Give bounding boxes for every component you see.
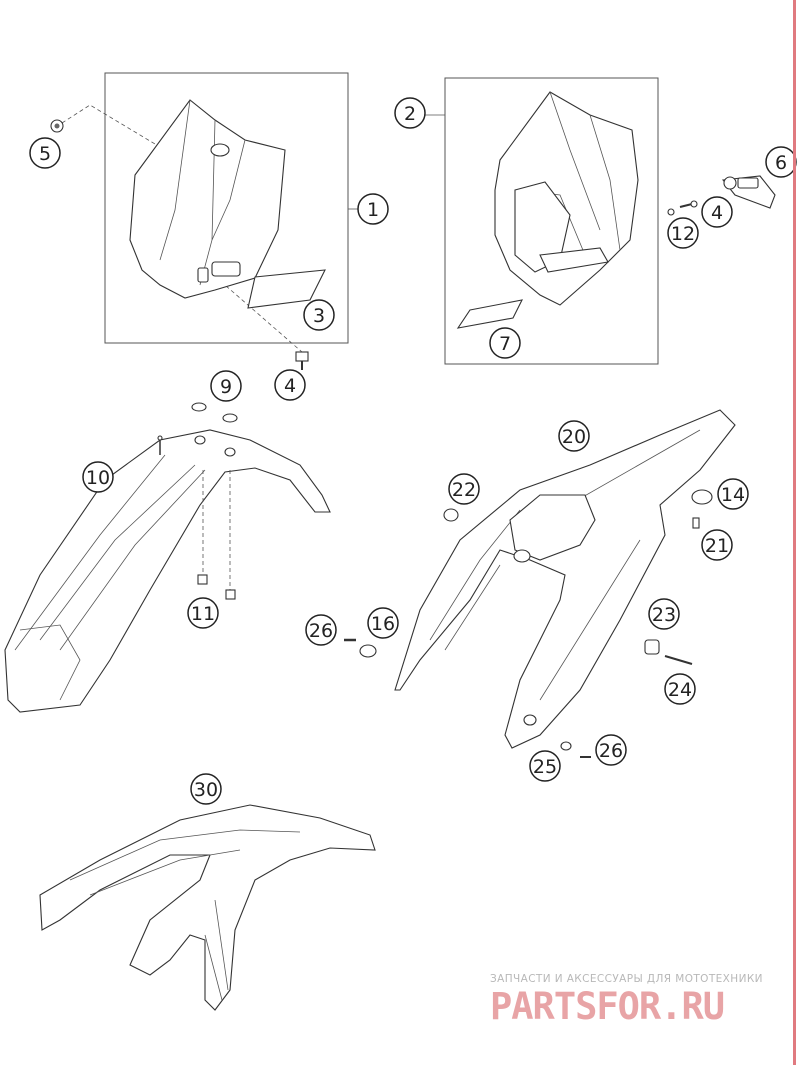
svg-text:4: 4 xyxy=(711,202,723,224)
svg-text:26: 26 xyxy=(599,740,623,762)
callout-9: 9 xyxy=(210,370,242,402)
washer-part-25 xyxy=(560,741,572,751)
svg-text:9: 9 xyxy=(220,376,232,398)
washer-part-9 xyxy=(191,402,238,423)
screw-part-4b xyxy=(679,200,698,208)
svg-text:11: 11 xyxy=(191,603,215,625)
callout-25: 25 xyxy=(529,750,561,782)
svg-text:20: 20 xyxy=(562,426,586,448)
callout-26a: 26 xyxy=(305,614,337,646)
svg-text:2: 2 xyxy=(404,103,416,125)
callout-11: 11 xyxy=(187,597,219,629)
callout-5: 5 xyxy=(29,137,61,169)
callout-22: 22 xyxy=(448,473,480,505)
number-plate-group-box xyxy=(104,72,349,344)
headlight-mask-part xyxy=(494,91,639,306)
watermark-tagline: ЗАПЧАСТИ И АКСЕССУАРЫ ДЛЯ МОТОТЕХНИКИ xyxy=(490,973,763,985)
svg-text:4: 4 xyxy=(284,375,296,397)
front-fender-part xyxy=(4,429,331,713)
svg-text:7: 7 xyxy=(499,333,511,355)
number-plate-part xyxy=(129,99,286,299)
callout-21: 21 xyxy=(701,529,733,561)
decal-part-7 xyxy=(456,299,523,329)
callout-2: 2 xyxy=(394,97,426,129)
callout-26b: 26 xyxy=(595,734,627,766)
svg-text:24: 24 xyxy=(668,679,692,701)
svg-text:30: 30 xyxy=(194,779,218,801)
svg-text:5: 5 xyxy=(39,143,51,165)
callout-14: 14 xyxy=(717,478,749,510)
svg-text:21: 21 xyxy=(705,535,729,557)
svg-text:16: 16 xyxy=(371,613,395,635)
svg-text:1: 1 xyxy=(367,199,379,221)
svg-text:12: 12 xyxy=(671,223,695,245)
svg-text:6: 6 xyxy=(775,152,787,174)
callout-6: 6 xyxy=(765,146,797,178)
callout-3: 3 xyxy=(303,299,335,331)
callout-20: 20 xyxy=(558,420,590,452)
grommet-part-22 xyxy=(443,508,459,522)
svg-text:23: 23 xyxy=(652,604,676,626)
callout-30: 30 xyxy=(190,773,222,805)
svg-text:3: 3 xyxy=(313,305,325,327)
callout-16: 16 xyxy=(367,607,399,639)
watermark-logo: PARTSFOR.RU xyxy=(490,985,725,1028)
screw-part-4a xyxy=(295,351,309,370)
svg-text:PARTSFOR.RU: PARTSFOR.RU xyxy=(490,985,724,1028)
clamp-part-6 xyxy=(721,175,776,209)
washer-part-12 xyxy=(667,208,675,216)
svg-text:14: 14 xyxy=(721,484,745,506)
callout-7: 7 xyxy=(489,327,521,359)
screw-part-21 xyxy=(692,517,700,529)
nut-part-16 xyxy=(359,644,377,658)
decal-part-3 xyxy=(247,269,326,309)
screw-part-5 xyxy=(50,119,64,133)
rear-subframe-part xyxy=(39,804,376,1011)
grommet-part-14 xyxy=(691,489,713,505)
svg-text:26: 26 xyxy=(309,620,333,642)
bolt-part-24 xyxy=(664,655,693,665)
callout-4b: 4 xyxy=(701,196,733,228)
screw-part-11 xyxy=(197,574,236,600)
callout-12: 12 xyxy=(667,217,699,249)
callout-23: 23 xyxy=(648,598,680,630)
svg-text:22: 22 xyxy=(452,479,476,501)
nut-part-23 xyxy=(644,639,660,655)
callout-24: 24 xyxy=(664,673,696,705)
svg-text:10: 10 xyxy=(86,467,110,489)
callout-4a: 4 xyxy=(274,369,306,401)
right-edge-bar xyxy=(793,0,796,1065)
rear-fender-part xyxy=(394,409,736,749)
callout-10: 10 xyxy=(82,461,114,493)
svg-text:25: 25 xyxy=(533,756,557,778)
callout-1: 1 xyxy=(357,193,389,225)
headlight-mask-group-box xyxy=(444,77,659,365)
